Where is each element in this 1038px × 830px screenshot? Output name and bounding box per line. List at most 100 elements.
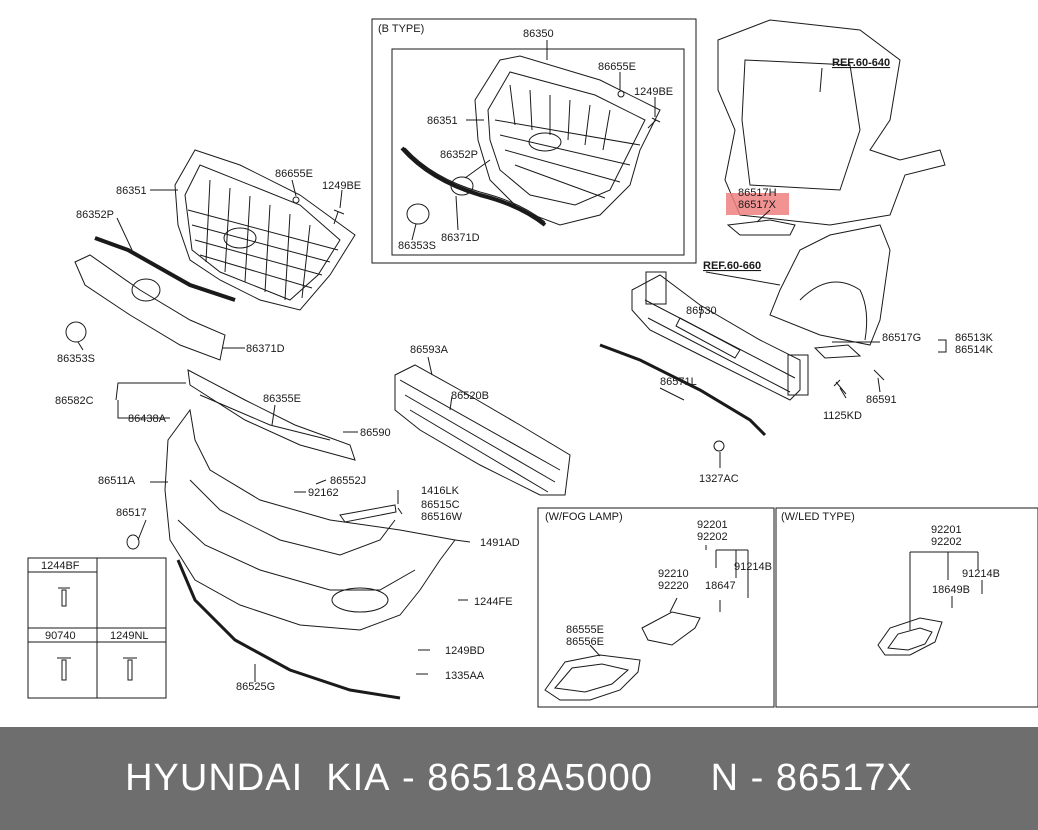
bumper-side-bracket (339, 504, 397, 523)
label-86355E: 86355E (263, 393, 301, 405)
bumper-strip-86571L (599, 343, 767, 437)
label-d-91214B: 91214B (962, 568, 1000, 580)
label-b-86351: 86351 (427, 115, 458, 127)
bumper-cover-inner (177, 479, 416, 591)
upper-bracket-rail (187, 369, 356, 461)
radiator-support-inner (741, 59, 861, 191)
label-1249BD: 1249BD (445, 645, 485, 657)
fog-lamp-inset-frame (537, 507, 775, 708)
beam-stay-left (645, 271, 667, 305)
label-f-92220: 92220 (658, 580, 689, 592)
beam-absorber (675, 317, 741, 359)
bumper-clip-86517 (126, 534, 140, 550)
label-86517: 86517 (116, 507, 147, 519)
label-1327AC: 1327AC (699, 473, 739, 485)
screw-1125KD (833, 379, 847, 395)
bumper-fog-opening (331, 587, 389, 613)
front-fender (769, 224, 891, 346)
label-b-86350: 86350 (523, 28, 554, 40)
screw-1249NL-icon (123, 657, 137, 681)
label-86516W: 86516W (421, 511, 463, 523)
label-1125KD: 1125KD (823, 410, 862, 422)
label-86517G: 86517G (882, 332, 921, 344)
label-b-86655E: 86655E (598, 61, 636, 73)
fog-lamp (641, 611, 701, 646)
label-d-18649B: 18649B (932, 584, 970, 596)
b-type-screw (647, 117, 661, 129)
label-f-92210: 92210 (658, 568, 689, 580)
footer-part-code: 86517X (775, 757, 913, 799)
table-1244BF: 1244BF (41, 560, 80, 572)
footer-spacer (653, 757, 711, 800)
label-86591: 86591 (866, 394, 897, 406)
energy-absorber (394, 364, 571, 496)
b-type-grille (474, 55, 661, 226)
grille-molding-upper (94, 236, 236, 302)
table-90740: 90740 (45, 630, 76, 642)
label-86515C: 86515C (421, 499, 460, 511)
led-title: (W/LED TYPE) (781, 511, 855, 523)
footer-brand: HYUNDAI KIA (125, 757, 391, 799)
led-fog-lamp (877, 617, 943, 656)
label-86511A: 86511A (98, 475, 136, 487)
nut-1327AC (713, 440, 725, 452)
label-f-91214B: 91214B (734, 561, 772, 573)
label-d-92202: 92202 (931, 536, 962, 548)
grille-screw (333, 209, 345, 225)
grille-emblem (131, 278, 161, 302)
fog-lamp-bezel (544, 654, 641, 701)
label-1244FE: 1244FE (474, 596, 513, 608)
b-type-emblem (450, 176, 474, 196)
label-b-86353S: 86353S (398, 240, 436, 252)
label-86590: 86590 (360, 427, 391, 439)
label-92162: 92162 (308, 487, 339, 499)
footer-oem-number: 86518A5000 (427, 757, 653, 799)
label-86351: 86351 (116, 185, 147, 197)
label-86517H: 86517H (738, 187, 777, 199)
label-86552J: 86552J (330, 475, 366, 487)
label-f-92201: 92201 (697, 519, 728, 531)
bumper-lower-strip (176, 559, 401, 700)
label-86520B: 86520B (451, 390, 489, 402)
fog-lamp-title: (W/FOG LAMP) (545, 511, 623, 523)
label-86513K: 86513K (955, 332, 994, 344)
grille-emblem-mount (223, 227, 257, 249)
b-type-clip (617, 90, 625, 98)
footer-separator-1: - (390, 757, 428, 799)
b-type-title: (B TYPE) (378, 23, 424, 35)
radiator-support-panel (717, 19, 946, 226)
label-86525G: 86525G (236, 681, 275, 693)
b-type-emblem-badge (406, 203, 430, 225)
radiator-grille (174, 149, 356, 311)
b-type-molding (400, 146, 547, 227)
led-inset-frame (775, 507, 1038, 708)
exploded-parts-diagram: (B TYPE) 86350 86655E 1249BE 86351 86352… (27, 18, 1038, 708)
headlamp-bracket (726, 219, 796, 236)
label-86371D: 86371D (246, 343, 285, 355)
label-f-86555E: 86555E (566, 624, 604, 636)
label-b-86371D: 86371D (441, 232, 480, 244)
label-f-18647: 18647 (705, 580, 736, 592)
highlight-86517X (726, 193, 789, 215)
label-86582C: 86582C (55, 395, 94, 407)
label-1491AD: 1491AD (480, 537, 520, 549)
b-type-inset-frame (371, 18, 697, 264)
label-86352P: 86352P (76, 209, 114, 221)
label-86517X: 86517X (738, 199, 777, 211)
ref-60-660: REF.60-660 (703, 260, 761, 272)
label-86655E: 86655E (275, 168, 313, 180)
label-f-92202: 92202 (697, 531, 728, 543)
label-f-86556E: 86556E (566, 636, 604, 648)
ref-60-640: REF.60-640 (832, 57, 890, 69)
label-86514K: 86514K (955, 344, 994, 356)
label-1249BE: 1249BE (322, 180, 361, 192)
label-86593A: 86593A (410, 344, 449, 356)
screw-90740-icon (57, 657, 71, 681)
grille-clip (292, 196, 300, 204)
center-molding (199, 394, 331, 441)
grille-molding-cover (74, 254, 226, 361)
footer-separator-2: - (739, 757, 776, 799)
label-d-92201: 92201 (931, 524, 962, 536)
side-bracket-86513K (813, 344, 862, 359)
